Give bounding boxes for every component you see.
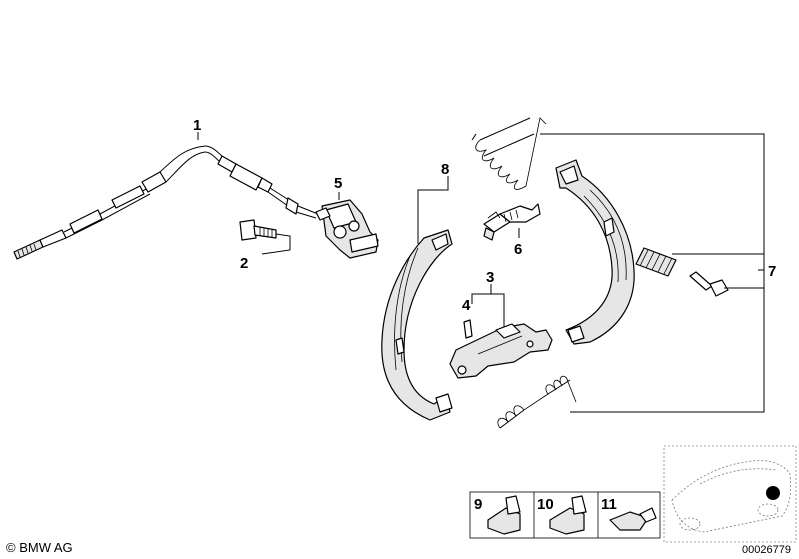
return-spring-top[interactable]: [471, 117, 547, 190]
return-spring-bottom[interactable]: [497, 375, 577, 429]
clip-10[interactable]: [549, 495, 587, 535]
adjuster[interactable]: [483, 203, 541, 241]
plate-11[interactable]: [609, 507, 657, 531]
bolt[interactable]: [239, 219, 291, 255]
lever[interactable]: [449, 284, 553, 379]
copyright-notice: © BMW AG: [6, 540, 73, 555]
callout-2: 2: [240, 255, 248, 272]
callout-4: 4: [462, 297, 471, 314]
callout-9: 9: [474, 496, 482, 513]
diagram-reference-number: 00026779: [742, 544, 791, 556]
vehicle-locator: [663, 445, 797, 543]
callout-1: 1: [193, 117, 201, 134]
callout-7: 7: [768, 263, 776, 280]
hold-down-spring[interactable]: [635, 247, 677, 277]
callout-10: 10: [537, 496, 554, 513]
clip-9[interactable]: [487, 495, 521, 535]
hold-down-pin[interactable]: [689, 271, 729, 297]
small-parts-box: [469, 491, 661, 539]
callout-3: 3: [486, 269, 494, 286]
leader-7: [540, 133, 765, 413]
location-marker-icon: [766, 486, 780, 500]
cable-bracket[interactable]: [315, 192, 379, 259]
callout-5: 5: [334, 175, 342, 192]
callout-11: 11: [601, 496, 617, 513]
callout-8: 8: [441, 161, 449, 178]
brake-shoe-left[interactable]: [381, 176, 453, 421]
callout-6: 6: [514, 241, 522, 258]
brake-shoe-right[interactable]: [555, 159, 635, 345]
brake-cable[interactable]: [13, 132, 319, 260]
pin[interactable]: [463, 319, 473, 339]
